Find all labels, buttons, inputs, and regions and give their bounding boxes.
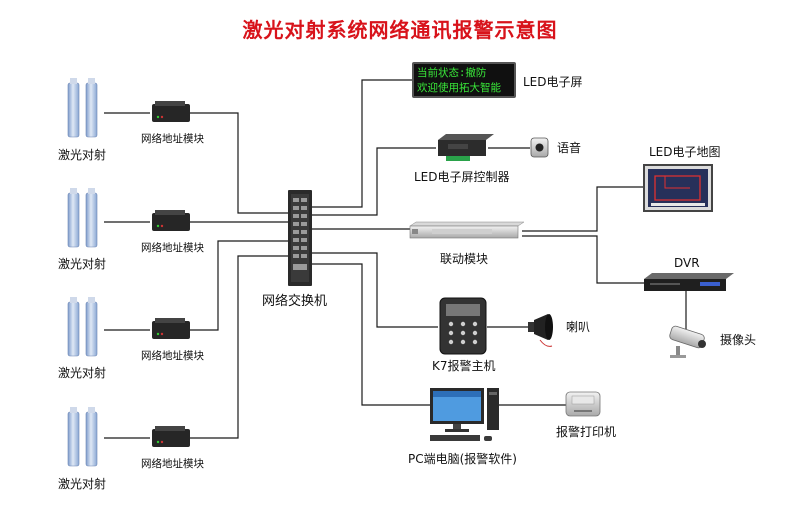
line-switch-controller (312, 147, 436, 216)
horn-device (528, 314, 553, 347)
led-screen-line-1: 当前状态:撤防 (417, 67, 487, 79)
network-module-2 (152, 210, 190, 231)
module-label-4: 网络地址模块 (141, 458, 204, 470)
camera-label: 摄像头 (720, 333, 757, 347)
network-module-1 (152, 101, 190, 122)
pc-device (430, 388, 499, 441)
beam-label-1: 激光对射 (58, 148, 107, 162)
dvr-label: DVR (674, 256, 700, 270)
led-controller-label: LED电子屏控制器 (414, 170, 510, 184)
switch-label: 网络交换机 (262, 294, 328, 309)
dvr-device (644, 273, 734, 291)
laser-beam-pair-4 (67, 407, 98, 467)
led-screen-line-2: 欢迎使用拓大智能 (417, 82, 501, 94)
module-label-3: 网络地址模块 (141, 350, 204, 362)
beam-label-4: 激光对射 (58, 477, 107, 491)
network-switch (288, 190, 312, 286)
led-screen-device: 当前状态:撤防 欢迎使用拓大智能 (412, 62, 516, 98)
k7-label: K7报警主机 (432, 359, 496, 373)
line-switch-led (312, 79, 412, 208)
module-label-1: 网络地址模块 (141, 133, 204, 145)
connection-lines (104, 79, 687, 439)
voice-label: 语音 (557, 141, 582, 155)
linkage-label: 联动模块 (440, 252, 489, 266)
line-module-switch-1 (190, 112, 290, 214)
laser-beam-pair-2 (67, 188, 98, 248)
led-screen-label: LED电子屏 (523, 75, 583, 89)
line-module-switch-4 (190, 255, 290, 439)
line-switch-k7 (312, 252, 438, 328)
network-module-3 (152, 318, 190, 339)
laser-beam-pair-1 (67, 78, 98, 138)
led-map-label: LED电子地图 (649, 145, 721, 159)
beam-label-2: 激光对射 (58, 257, 107, 271)
led-map-device (643, 164, 713, 212)
camera-device (669, 325, 706, 358)
printer-label: 报警打印机 (556, 425, 617, 439)
horn-label: 喇叭 (566, 320, 591, 334)
line-linkage-dvr (522, 235, 644, 284)
printer-device (565, 391, 601, 417)
line-module-switch-3 (190, 240, 290, 331)
module-label-2: 网络地址模块 (141, 242, 204, 254)
network-module-4 (152, 426, 190, 447)
line-switch-pc (312, 263, 430, 406)
k7-alarm-host-device (439, 297, 487, 355)
voice-speaker-device (530, 137, 549, 158)
pc-label: PC端电脑(报警软件) (408, 452, 517, 466)
laser-beam-pair-3 (67, 297, 98, 357)
led-controller-device (438, 134, 494, 161)
linkage-module-device (409, 221, 525, 239)
diagram-title: 激光对射系统网络通讯报警示意图 (242, 18, 558, 42)
beam-label-3: 激光对射 (58, 366, 107, 380)
line-linkage-map (522, 186, 644, 232)
